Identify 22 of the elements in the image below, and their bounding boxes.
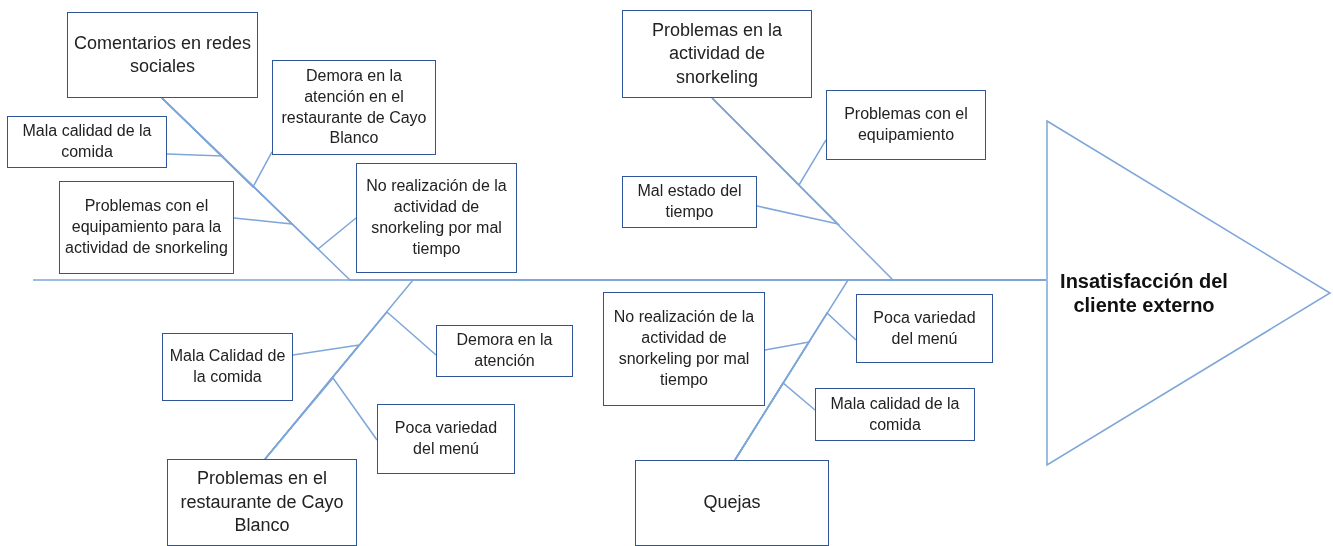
cause-box: Demora en la atención en el restaurante de Cayo Blanco xyxy=(272,60,436,155)
cause-box: Mal estado del tiempo xyxy=(622,176,757,228)
cause-box: Mala calidad de la comida xyxy=(7,116,167,168)
cause-box: Comentarios en redes sociales xyxy=(67,12,258,98)
cause-box: No realización de la actividad de snorkeling por mal tiempo xyxy=(603,292,765,406)
connector-line xyxy=(734,381,816,461)
cause-box: Mala Calidad de la comida xyxy=(162,333,293,401)
effect-label: Insatisfacción del cliente externo xyxy=(1059,269,1229,317)
cause-box: Poca variedad del menú xyxy=(856,294,993,363)
effect-triangle xyxy=(1046,120,1332,466)
connector-line xyxy=(264,376,378,460)
cause-box: Poca variedad del menú xyxy=(377,404,515,474)
cause-box: Problemas con el equipamiento xyxy=(826,90,986,160)
cause-box: Problemas con el equipamiento para la actividad de snorkeling xyxy=(59,181,234,274)
cause-box: Mala calidad de la comida xyxy=(815,388,975,441)
cause-box: Quejas xyxy=(635,460,829,546)
cause-box: Problemas en la actividad de snorkeling xyxy=(622,10,812,98)
cause-box: Problemas en el restaurante de Cayo Blanco xyxy=(167,459,357,546)
cause-box: Demora en la atención xyxy=(436,325,573,377)
cause-box: No realización de la actividad de snorkeling por mal tiempo xyxy=(356,163,517,273)
connector-line xyxy=(161,97,357,250)
connector-line xyxy=(711,97,841,226)
